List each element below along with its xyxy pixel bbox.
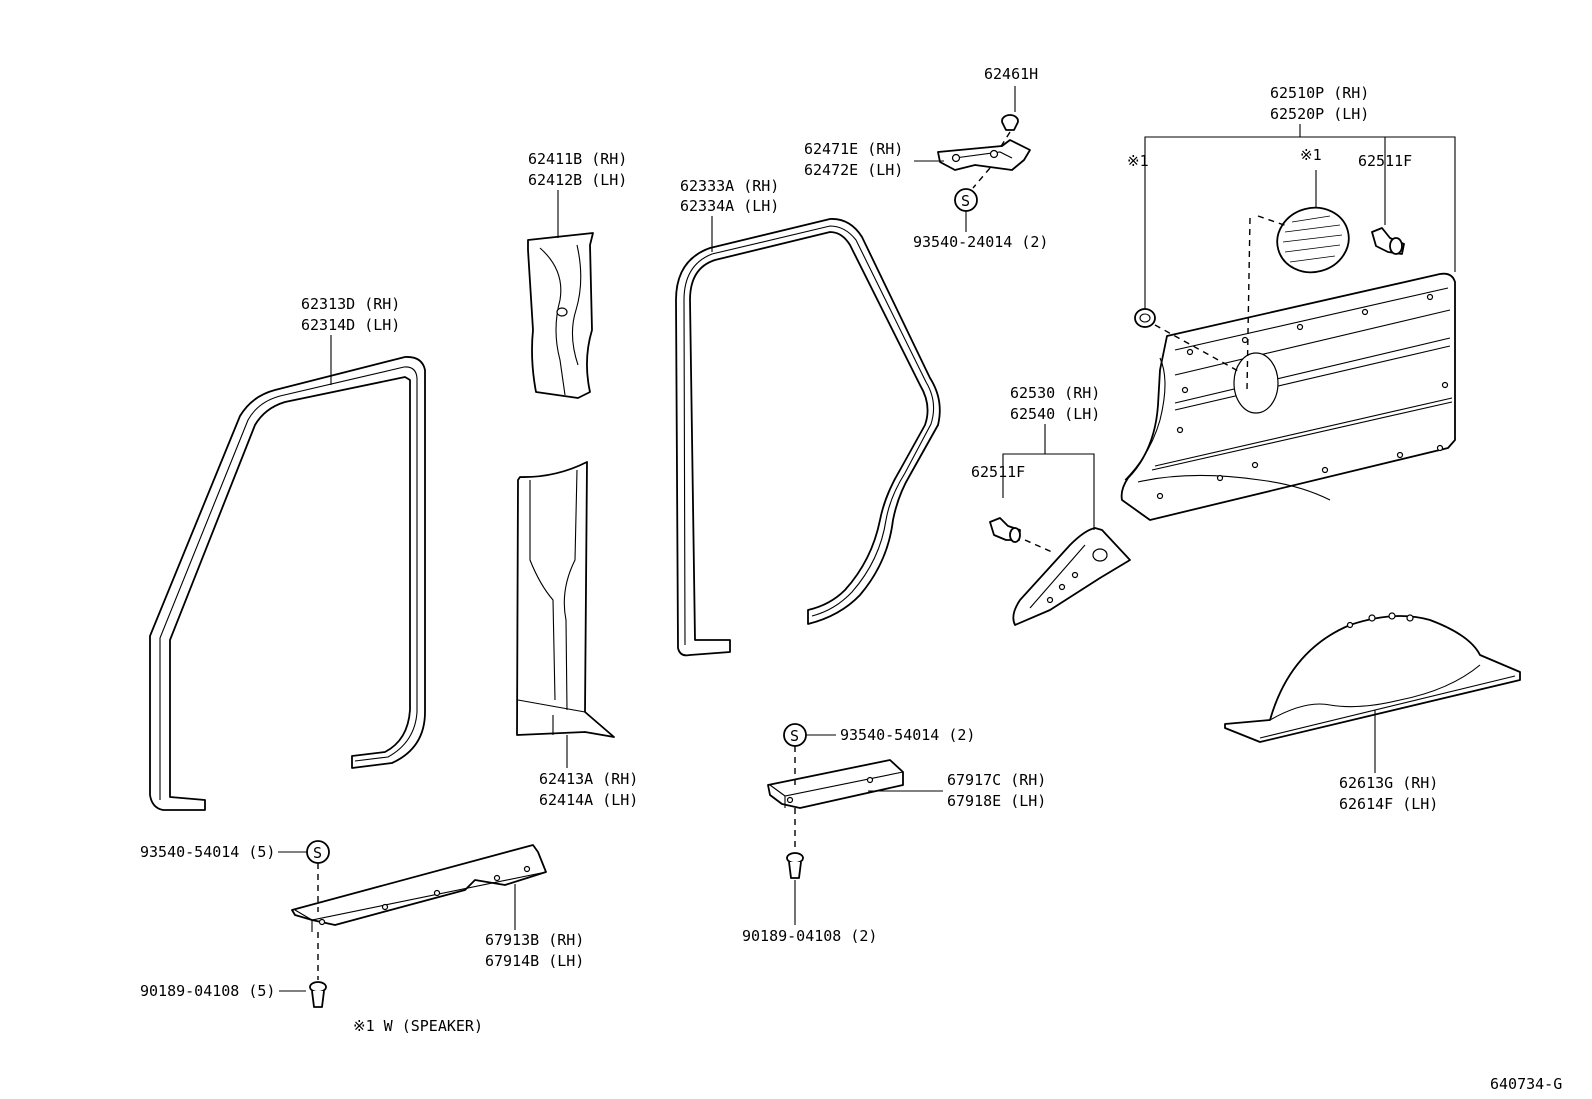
label-62314d-lh: 62314D (LH) bbox=[301, 316, 400, 334]
label-62472e-lh: 62472E (LH) bbox=[804, 161, 903, 179]
label-93540-54014-left: 93540-54014 (5) bbox=[140, 843, 275, 861]
screw-62511f-mid bbox=[989, 517, 1021, 543]
label-62411b-rh: 62411B (RH) bbox=[528, 150, 627, 168]
label-62520p-lh: 62520P (LH) bbox=[1270, 105, 1369, 123]
scuff-plate-left bbox=[291, 844, 547, 932]
door-weatherstrip-front bbox=[149, 356, 426, 811]
clip-90189-left bbox=[309, 981, 327, 1008]
label-67913b-rh: 67913B (RH) bbox=[485, 931, 584, 949]
wheel-house bbox=[1224, 612, 1521, 743]
label-62614f-lh: 62614F (LH) bbox=[1339, 795, 1438, 813]
label-62461h: 62461H bbox=[984, 65, 1038, 83]
label-62613g-rh: 62613G (RH) bbox=[1339, 774, 1438, 792]
screw-symbol-mid: S bbox=[783, 723, 807, 747]
speaker-cover bbox=[1276, 206, 1350, 274]
screw-symbol-left-letter: S bbox=[313, 844, 322, 862]
label-93540-24014: 93540-24014 (2) bbox=[913, 233, 1048, 251]
dash-clip-left bbox=[1154, 324, 1241, 373]
screw-symbol-left: S bbox=[306, 840, 330, 864]
label-67917c-rh: 67917C (RH) bbox=[947, 771, 1046, 789]
label-mark1-mid: ※1 bbox=[1300, 146, 1322, 164]
label-62511f-mid: 62511F bbox=[971, 463, 1025, 481]
label-93540-54014-mid: 93540-54014 (2) bbox=[840, 726, 975, 744]
leader-bracket-62530 bbox=[1002, 453, 1095, 530]
pillar-garnish-upper bbox=[527, 232, 594, 399]
label-62414a-lh: 62414A (LH) bbox=[539, 791, 638, 809]
clip-90189-mid bbox=[786, 852, 804, 879]
label-62334a-lh: 62334A (LH) bbox=[680, 197, 779, 215]
label-62530-rh: 62530 (RH) bbox=[1010, 384, 1100, 402]
bracket-62471e bbox=[937, 139, 1031, 171]
clip-mark1-left bbox=[1134, 308, 1156, 328]
clip-62461h bbox=[1001, 114, 1019, 131]
screw-symbol-mid-letter: S bbox=[790, 727, 799, 745]
label-67918e-lh: 67918E (LH) bbox=[947, 792, 1046, 810]
door-weatherstrip-rear bbox=[675, 218, 941, 657]
label-67914b-lh: 67914B (LH) bbox=[485, 952, 584, 970]
dash-screw-bracket bbox=[972, 167, 991, 189]
screw-symbol-top-letter: S bbox=[961, 192, 970, 210]
dash-62511f-mid bbox=[1024, 539, 1053, 553]
quarter-trim-panel bbox=[1120, 272, 1456, 521]
inner-bracket-62530 bbox=[1012, 527, 1131, 626]
label-62313d-rh: 62313D (RH) bbox=[301, 295, 400, 313]
screw-symbol-top: S bbox=[954, 188, 978, 212]
label-62471e-rh: 62471E (RH) bbox=[804, 140, 903, 158]
dash-62461h bbox=[999, 131, 1011, 149]
scuff-plate-middle bbox=[767, 759, 904, 809]
drawing-number: 640734-G bbox=[1490, 1075, 1562, 1093]
pillar-garnish-lower bbox=[516, 461, 615, 738]
dash-speaker-vertical bbox=[1246, 217, 1251, 391]
label-62333a-rh: 62333A (RH) bbox=[680, 177, 779, 195]
label-62412b-lh: 62412B (LH) bbox=[528, 171, 627, 189]
label-62510p-rh: 62510P (RH) bbox=[1270, 84, 1369, 102]
footnote-speaker: ※1 W (SPEAKER) bbox=[353, 1017, 483, 1035]
dash-speaker-cover bbox=[1257, 215, 1288, 227]
label-62413a-rh: 62413A (RH) bbox=[539, 770, 638, 788]
label-mark1-left: ※1 bbox=[1127, 152, 1149, 170]
label-62540-lh: 62540 (LH) bbox=[1010, 405, 1100, 423]
label-90189-04108-mid: 90189-04108 (2) bbox=[742, 927, 877, 945]
screw-62511f-top bbox=[1371, 227, 1405, 255]
label-90189-04108-left: 90189-04108 (5) bbox=[140, 982, 275, 1000]
